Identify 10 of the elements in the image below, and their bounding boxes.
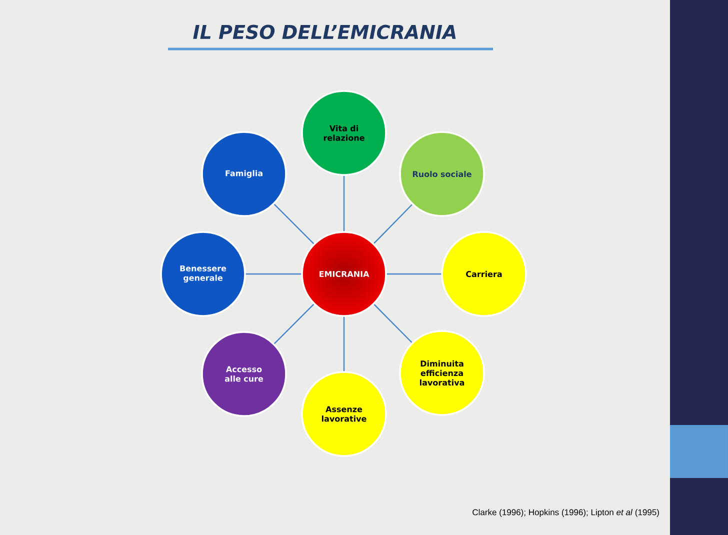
connector-line (274, 204, 314, 244)
connector-line (246, 273, 302, 275)
connector-line (386, 273, 442, 275)
title: IL PESO DELL’EMICRANIA (193, 24, 456, 40)
citation: Clarke (1996); Hopkins (1996); Lipton et al (1995) (472, 509, 659, 517)
connector-line (343, 176, 345, 232)
connector-line (374, 204, 412, 244)
connector-line (374, 304, 412, 343)
connector-line (343, 316, 345, 372)
connector-line (274, 304, 314, 344)
